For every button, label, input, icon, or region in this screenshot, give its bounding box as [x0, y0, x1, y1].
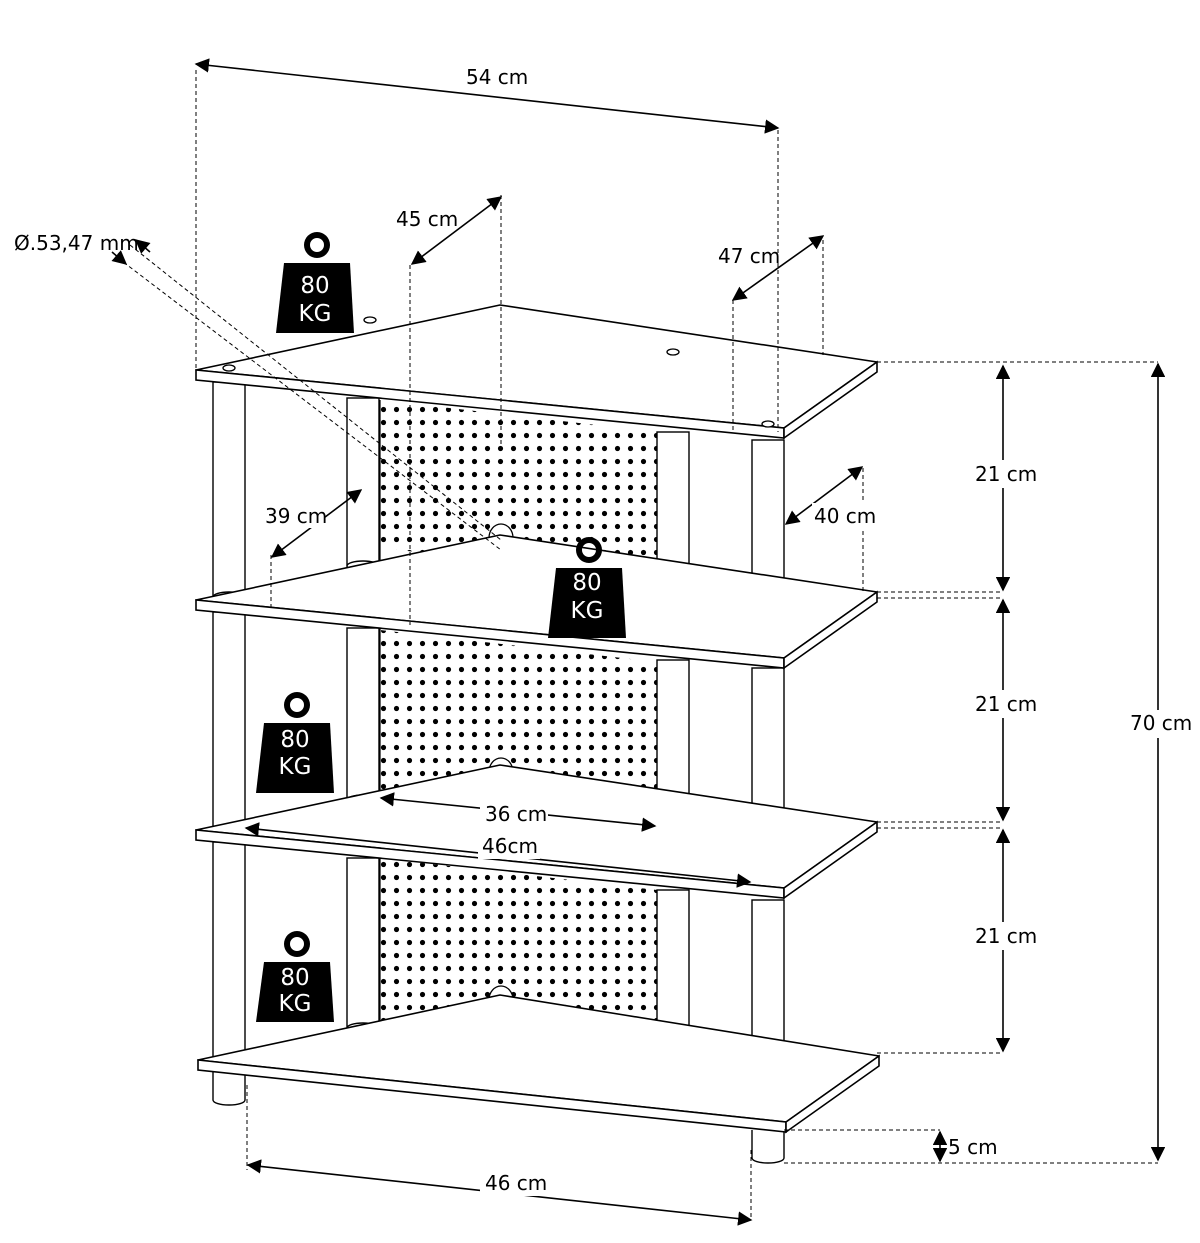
- svg-text:KG: KG: [279, 991, 312, 1017]
- dimension-labels: 54 cm 45 cm 47 cm Ø.53,47 mm 39 cm 40 cm…: [14, 62, 1200, 1196]
- label-depth-45: 45 cm: [396, 207, 458, 231]
- label-inner-36: 36 cm: [485, 802, 547, 826]
- label-inner-46: 46cm: [482, 834, 538, 858]
- shelf-bottom: [197, 994, 880, 1134]
- weight-icon-third: 80 KG: [256, 692, 334, 793]
- label-depth-40: 40 cm: [814, 504, 876, 528]
- svg-text:KG: KG: [571, 598, 604, 624]
- label-diameter: Ø.53,47 mm: [14, 231, 139, 255]
- weight-icon-second: 80 KG: [548, 537, 626, 638]
- shelf-second: [195, 534, 878, 670]
- weight-icon-bottom: 80 KG: [256, 931, 334, 1022]
- label-depth-47: 47 cm: [718, 244, 780, 268]
- svg-text:80: 80: [280, 727, 309, 753]
- label-top-width: 54 cm: [466, 65, 528, 89]
- label-shelf-gap-2: 21 cm: [975, 692, 1037, 716]
- label-foot-height: 5 cm: [948, 1135, 998, 1159]
- svg-text:80: 80: [280, 965, 309, 991]
- label-bottom-46: 46 cm: [485, 1171, 547, 1195]
- weight-icon-top: 80 KG: [276, 232, 354, 333]
- label-depth-39: 39 cm: [265, 504, 327, 528]
- svg-text:80: 80: [572, 570, 601, 596]
- label-total-height: 70 cm: [1130, 711, 1192, 735]
- svg-text:80: 80: [300, 273, 329, 299]
- label-shelf-gap-3: 21 cm: [975, 924, 1037, 948]
- feet: [212, 1072, 785, 1164]
- svg-text:KG: KG: [299, 301, 332, 327]
- svg-text:KG: KG: [279, 754, 312, 780]
- label-shelf-gap-1: 21 cm: [975, 462, 1037, 486]
